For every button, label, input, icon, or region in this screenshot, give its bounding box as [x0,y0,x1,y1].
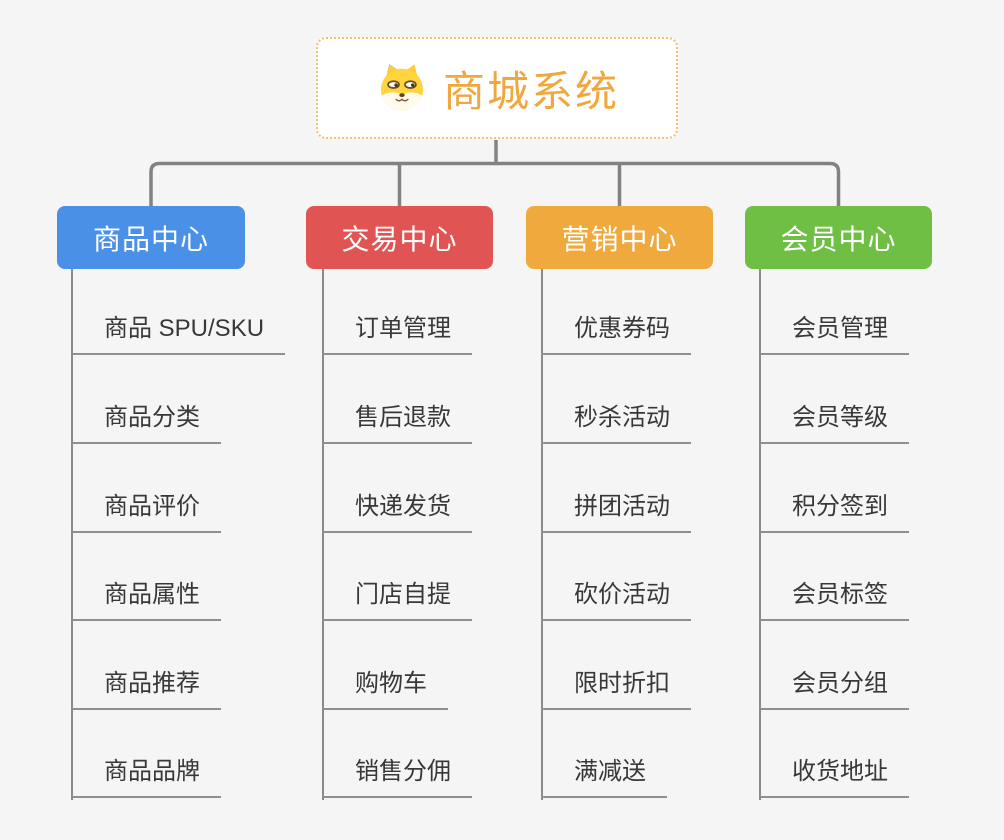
leaf-item[interactable]: 会员管理 [759,311,909,355]
shiba-dog-face-icon [375,61,429,115]
leaf-item[interactable]: 售后退款 [322,400,472,444]
branch-node-member-center[interactable]: 会员中心 [745,206,932,269]
branch-label: 会员中心 [780,223,897,255]
leaf-item[interactable]: 拼团活动 [541,489,691,533]
leaf-item[interactable]: 订单管理 [322,311,472,355]
leaf-item[interactable]: 销售分佣 [322,754,472,798]
root-title: 商城系统 [442,67,619,115]
leaf-item[interactable]: 优惠券码 [541,311,691,355]
leaf-item[interactable]: 门店自提 [322,577,472,621]
leaf-item[interactable]: 商品评价 [71,489,221,533]
branch-label: 交易中心 [341,223,458,255]
branch-child-connector-line [322,269,324,800]
leaf-item[interactable]: 积分签到 [759,489,909,533]
leaf-item[interactable]: 会员分组 [759,666,909,710]
leaf-item[interactable]: 限时折扣 [541,666,691,710]
branch-child-connector-line [71,269,73,800]
leaf-item[interactable]: 砍价活动 [541,577,691,621]
leaf-item[interactable]: 快递发货 [322,489,472,533]
branch-node-product-center[interactable]: 商品中心 [57,206,245,269]
branch-label: 营销中心 [561,223,678,255]
leaf-item[interactable]: 商品品牌 [71,754,221,798]
leaf-item[interactable]: 秒杀活动 [541,400,691,444]
leaf-item[interactable]: 商品属性 [71,577,221,621]
root-node[interactable]: 商城系统 [316,37,678,139]
branch-node-trade-center[interactable]: 交易中心 [306,206,493,269]
leaf-item[interactable]: 收货地址 [759,754,909,798]
leaf-item[interactable]: 商品推荐 [71,666,221,710]
leaf-item[interactable]: 购物车 [322,666,448,710]
leaf-item[interactable]: 会员标签 [759,577,909,621]
branch-node-marketing-center[interactable]: 营销中心 [526,206,713,269]
leaf-item[interactable]: 满减送 [541,754,667,798]
leaf-item[interactable]: 商品分类 [71,400,221,444]
leaf-item[interactable]: 商品 SPU/SKU [71,311,286,355]
branch-child-connector-line [759,269,761,800]
branch-child-connector-line [541,269,543,800]
branch-label: 商品中心 [92,223,209,255]
leaf-item[interactable]: 会员等级 [759,400,909,444]
